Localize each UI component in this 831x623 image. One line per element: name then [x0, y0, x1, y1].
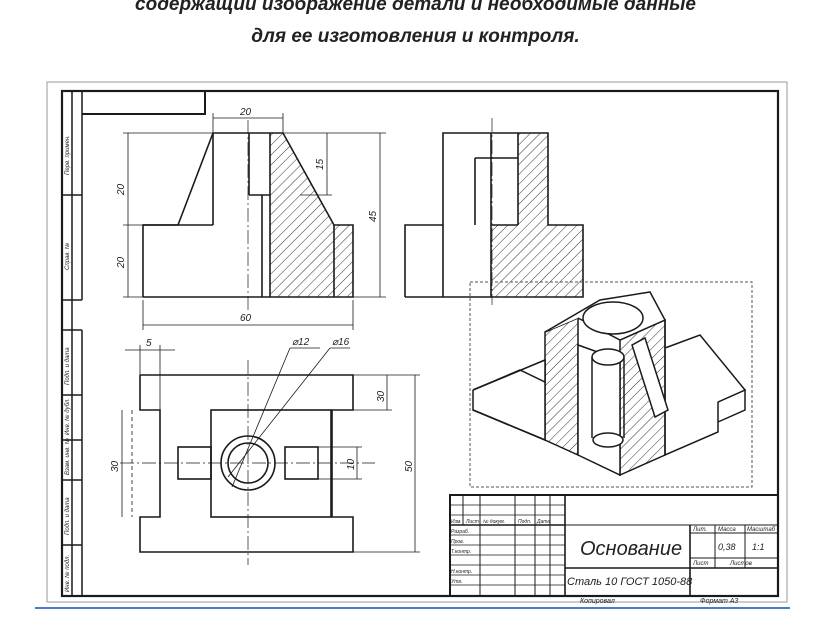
role-6: Утв.: [451, 579, 462, 585]
caption-line-2: для ее изготовления и контроля.: [251, 26, 580, 47]
dim-total-height: 45: [368, 210, 379, 222]
role-5: Н.контр.: [451, 569, 472, 575]
isometric-view: [472, 291, 747, 477]
dim-top-width: 20: [239, 107, 252, 118]
top-left-stamp: [82, 90, 206, 115]
strip-label-1: Перв. примен.: [65, 135, 71, 175]
label-format: Формат А3: [700, 598, 738, 605]
dim-height-upper: 20: [116, 183, 127, 196]
label-sheet: Лист: [692, 561, 708, 567]
dim-plan-upper: 30: [376, 390, 387, 402]
iso-frame: [469, 281, 753, 488]
caption-line-1: содержащий изображение детали и необходи…: [135, 0, 696, 15]
strip-label-3: Подп. и дата: [65, 347, 71, 385]
row-date: Дата: [536, 519, 550, 525]
sheet-frame: [60, 89, 780, 598]
dim-diam-outer: ⌀16: [332, 337, 350, 348]
role-1: Разраб.: [451, 529, 469, 535]
plan-view: [120, 360, 375, 565]
dim-height-lower: 20: [116, 256, 127, 269]
side-view: [404, 118, 584, 305]
label-scale: Масштаб: [747, 527, 776, 533]
strip-label-2: Справ. №: [64, 242, 71, 270]
title-block: [449, 494, 779, 597]
strip-label-5: Взам. инв. №: [64, 437, 71, 475]
row-list: Лист: [465, 519, 479, 525]
plan-dims: [121, 345, 420, 553]
dim-plan-mid: 10: [346, 458, 357, 470]
front-dims: [123, 113, 386, 330]
part-mass: 0,38: [718, 542, 736, 552]
row-doc: № докум.: [483, 519, 505, 525]
part-name: Основание: [580, 538, 682, 560]
part-material: Сталь 10 ГОСТ 1050-88: [567, 576, 693, 588]
binding-strip: [62, 91, 83, 596]
dim-plan-total: 50: [404, 460, 415, 472]
row-izm: Изм.: [451, 519, 462, 525]
sheet-outer: [46, 81, 788, 603]
dim-slot-depth: 15: [315, 158, 326, 170]
dim-plan-left: 30: [110, 460, 121, 472]
front-view: [142, 120, 354, 310]
strip-label-7: Инв. № подл.: [64, 555, 71, 592]
strip-label-4: Инв. № дубл.: [64, 398, 71, 435]
role-3: Т.контр.: [451, 549, 471, 555]
row-sign: Подп.: [518, 519, 531, 525]
strip-label-6: Подп. и дата: [65, 497, 71, 535]
dim-total-width: 60: [240, 313, 252, 324]
dim-side-offset: 5: [146, 338, 152, 349]
label-sheets: Листов: [729, 561, 752, 567]
role-2: Пров.: [451, 539, 464, 545]
part-scale: 1:1: [752, 542, 765, 552]
label-mass: Масса: [718, 527, 736, 533]
label-lit: Лит.: [692, 527, 707, 533]
label-copied: Копировал: [580, 598, 615, 605]
dim-diam-inner: ⌀12: [292, 337, 310, 348]
